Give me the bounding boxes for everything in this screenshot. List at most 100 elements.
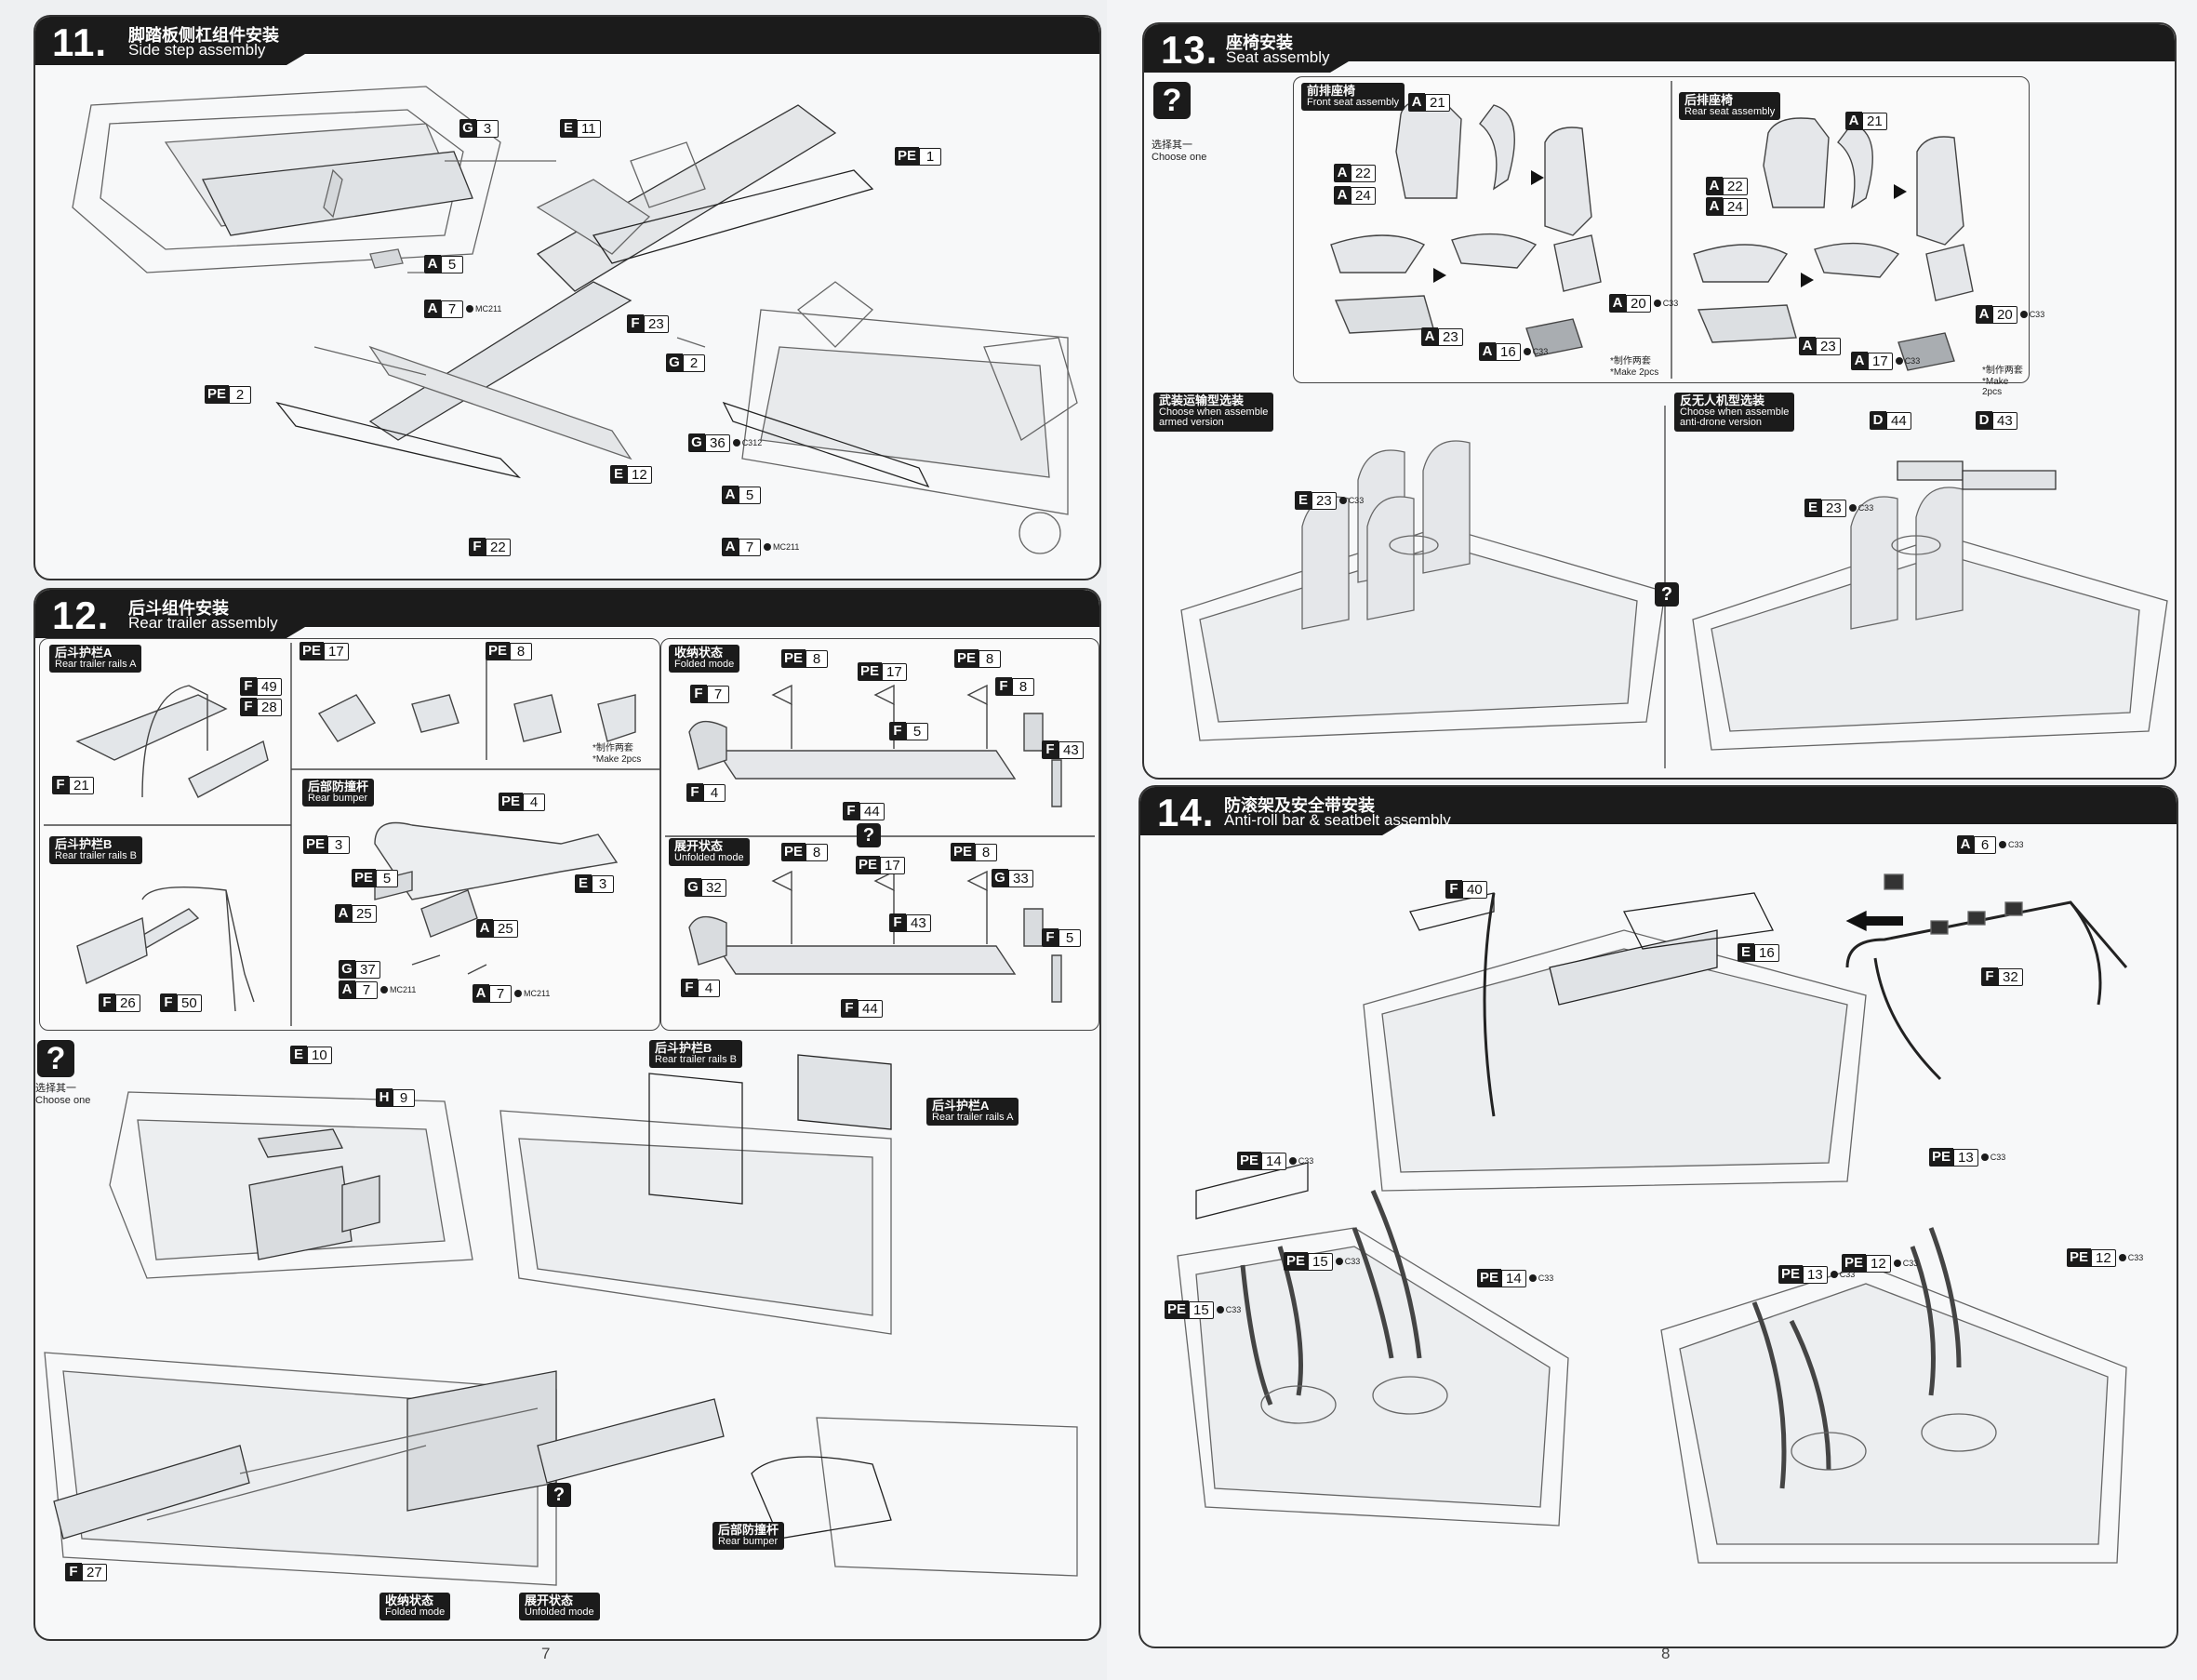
folding-diagram — [665, 684, 1095, 1003]
question-mark-icon: ? — [857, 823, 881, 847]
part-number: 23 — [1438, 327, 1463, 346]
part-code: F — [99, 993, 115, 1012]
step-number: 11. — [52, 20, 108, 64]
part-number: 43 — [1059, 740, 1084, 759]
part-code: PE — [352, 869, 377, 887]
part-number: 21 — [69, 776, 94, 794]
make-2pcs-note: *制作两套*Make 2pcs — [1610, 356, 1659, 378]
part-number: 13 — [1953, 1148, 1978, 1167]
paint-code: MC211 — [514, 989, 550, 998]
part-number: 26 — [115, 993, 140, 1012]
paint-code: MC211 — [380, 985, 416, 994]
paint-code: MC211 — [466, 304, 501, 313]
part-number: 3 — [592, 874, 614, 893]
paint-dot-icon — [1216, 1306, 1224, 1313]
paint-dot-icon — [1523, 348, 1531, 355]
part-number: 25 — [493, 919, 518, 938]
paint-code: C33 — [1216, 1305, 1241, 1314]
part-code: G — [688, 433, 705, 452]
part-code: A — [473, 984, 489, 1003]
paint-dot-icon — [1999, 841, 2006, 848]
part-number: 24 — [1351, 186, 1376, 205]
part-number: 32 — [701, 878, 726, 897]
paint-dot-icon — [764, 543, 771, 551]
part-code: D — [1870, 411, 1886, 430]
side-step-diagram — [72, 86, 1078, 554]
part-number: 7 — [489, 984, 512, 1003]
part-number: 8 — [510, 642, 533, 660]
paint-code: C33 — [2118, 1253, 2143, 1262]
step-13-header: 13. 座椅安装 Seat assembly — [1144, 24, 2175, 73]
part-number: 3 — [476, 119, 499, 138]
step-title-en: Seat assembly — [1226, 48, 1330, 66]
question-mark-icon: ? — [1655, 582, 1679, 607]
part-code: F — [841, 999, 858, 1018]
part-code: F — [469, 538, 486, 556]
paint-code: C33 — [1848, 503, 1873, 513]
step-14-header: 14. 防滚架及安全带安装 Anti-roll bar & seatbelt a… — [1140, 787, 2177, 835]
part-code: E — [290, 1046, 307, 1064]
part-code: A — [1334, 186, 1351, 205]
part-number: 12 — [2091, 1248, 2116, 1267]
part-code: E — [1738, 943, 1754, 962]
part-code: A — [1609, 294, 1626, 313]
part-number: 15 — [1308, 1252, 1333, 1271]
part-code: PE — [1778, 1265, 1804, 1284]
part-code: F — [240, 698, 257, 716]
part-code: A — [1479, 342, 1496, 361]
part-code: PE — [1477, 1269, 1502, 1287]
part-number: 33 — [1008, 869, 1033, 887]
part-code: A — [424, 300, 441, 318]
part-code: E — [575, 874, 592, 893]
part-code: F — [889, 722, 906, 740]
make-2pcs-note: *制作两套*Make 2pcs — [593, 743, 642, 765]
part-code: PE — [781, 649, 806, 668]
part-number: 36 — [705, 433, 730, 452]
part-code: E — [610, 465, 627, 484]
step-title-en: Side step assembly — [128, 41, 266, 59]
make-2pcs-note: *制作两套*Make 2pcs — [1982, 366, 2023, 397]
part-code: F — [65, 1563, 82, 1581]
part-number: 5 — [1059, 928, 1081, 947]
part-number: 24 — [1723, 197, 1748, 216]
part-number: 25 — [352, 904, 377, 923]
paint-code: C33 — [1999, 840, 2024, 849]
part-code: F — [690, 685, 707, 703]
part-number: 23 — [1821, 499, 1846, 517]
part-code: PE — [895, 147, 920, 166]
part-code: F — [686, 783, 703, 802]
paint-code: MC211 — [764, 542, 799, 552]
part-number: 8 — [806, 649, 829, 668]
seat-install-diagram — [1180, 406, 2168, 768]
part-number: 2 — [229, 385, 252, 404]
part-code: A — [722, 486, 739, 504]
part-code: G — [339, 960, 355, 979]
part-code: F — [889, 913, 906, 932]
